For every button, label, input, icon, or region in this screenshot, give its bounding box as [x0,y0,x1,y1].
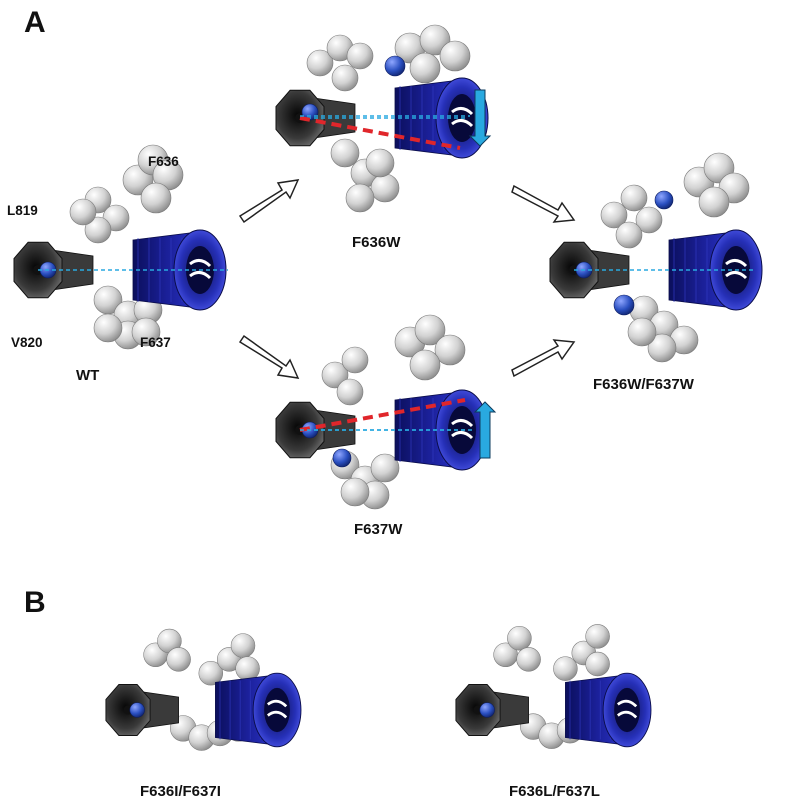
residue-atom [331,64,359,92]
label-double-i: F636I/F637I [140,783,221,800]
helix-lumen [264,687,290,733]
label-l819: L819 [7,203,38,218]
residue-atom [69,198,97,226]
residue-atom [84,216,112,244]
nitrogen-atom [332,448,352,468]
residue-atom [627,317,657,347]
nitrogen-atom [384,55,406,77]
residue-atom [166,647,191,672]
helix-ribbon [266,699,288,708]
residue-atom [131,317,161,347]
arrow-wt-to-f636w [238,179,300,224]
wt-structure [13,144,228,350]
residue-atom [340,477,370,507]
panel-a-letter: A [24,6,46,39]
double-l-structure [455,624,652,749]
displacement-line [299,398,466,432]
arrow-wt-to-f637w [238,334,300,379]
residue-atom [341,346,369,374]
residue-atom [585,624,610,649]
label-f637: F637 [140,335,171,350]
residue-atom [553,656,578,681]
label-f636: F636 [148,154,179,169]
residue-atom [439,40,471,72]
helix-ribbon [189,259,212,268]
residue-atom [507,626,532,651]
shift-arrow-icon [473,401,497,459]
residue-atom [198,660,224,686]
f637w-structure [275,314,497,510]
residue-atom [698,186,730,218]
nitrogen-atom [613,294,635,316]
f636w-structure [275,24,492,213]
residue-atom [345,183,375,213]
residue-atom [370,453,400,483]
residue-atom [615,221,643,249]
residue-atom [336,378,364,406]
helix-ribbon [189,271,212,280]
label-f636w: F636W [352,234,401,251]
residue-atom [365,148,395,178]
label-wt: WT [76,367,99,384]
residue-atom [585,651,610,677]
residue-atom [516,647,541,672]
helix-ribbon [725,271,748,280]
residue-atom [140,182,172,214]
displacement-line [299,116,461,150]
nitrogen-atom [654,190,674,210]
helix-lumen [614,687,640,733]
helix-ribbon [266,710,288,719]
residue-atom [370,173,400,203]
residue-atom [620,184,648,212]
label-v820: V820 [11,335,43,350]
helix-ribbon [451,107,474,116]
residue-atom [600,201,628,229]
residue-atom [409,349,441,381]
helix-ribbon [725,259,748,268]
nitrogen-atom [129,702,145,718]
residue-atom [647,333,677,363]
residue-atom [409,52,441,84]
helix-ribbon [451,419,474,428]
label-f637w: F637W [354,521,403,538]
residue-atom [321,361,349,389]
helix-ribbon [616,699,638,708]
residue-atom [330,138,360,168]
nitrogen-atom [479,702,495,718]
residue-atom [230,633,256,658]
arrow-f637w-to-double [511,339,576,378]
residue-atom [306,49,334,77]
residue-atom [414,314,446,346]
panel-b-letter: B [24,586,46,619]
residue-atom [235,656,260,681]
residue-atom [635,206,663,234]
helix-ribbon [451,119,474,128]
helix-ribbon [616,710,638,719]
double-i-structure [105,628,302,751]
helix-ribbon [451,431,474,440]
double-w-structure [549,152,763,363]
residue-atom [346,42,374,70]
shift-arrow-icon [468,89,492,147]
residue-atom [434,334,466,366]
arrow-f636w-to-double [511,184,576,223]
label-double-w: F636W/F637W [593,376,695,393]
label-double-l: F636L/F637L [509,783,600,800]
residue-atom [93,313,123,343]
